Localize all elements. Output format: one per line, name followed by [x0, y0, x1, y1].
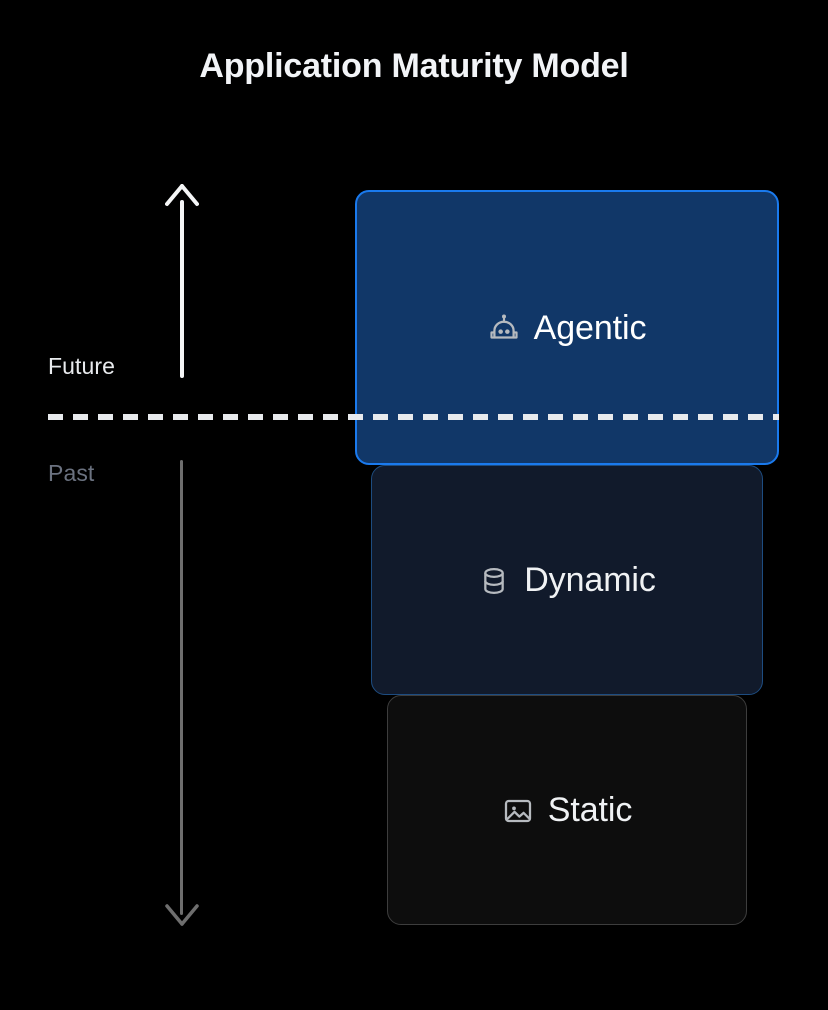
timeline-axis: Future Past [0, 0, 340, 1010]
layer-static-label: Static [547, 791, 633, 829]
past-arrow-shaft [180, 460, 183, 915]
future-arrow-shaft [180, 200, 184, 378]
past-future-divider [48, 414, 779, 420]
image-icon [504, 799, 531, 823]
page-title: Application Maturity Model [199, 47, 629, 85]
layer-agentic[interactable]: Agentic [355, 190, 779, 465]
future-label: Future [48, 353, 116, 379]
bot-icon [490, 313, 518, 339]
layer-static[interactable]: Static [387, 695, 747, 925]
past-label: Past [48, 460, 95, 486]
arrow-up-icon [165, 184, 199, 206]
layer-dynamic[interactable]: Dynamic [371, 465, 763, 695]
database-icon [484, 567, 505, 595]
layer-dynamic-label: Dynamic [524, 561, 656, 599]
arrow-down-icon [165, 904, 199, 926]
layer-agentic-label: Agentic [533, 308, 647, 347]
